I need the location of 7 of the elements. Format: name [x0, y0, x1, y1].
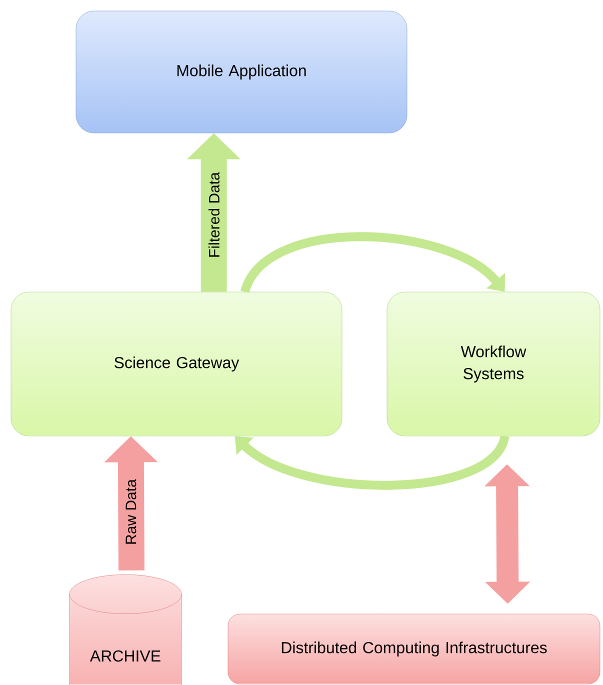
rounded-box: Mobile Application — [76, 10, 408, 134]
edge-label: Filtered Data — [208, 172, 220, 257]
edge-label: Raw Data — [126, 479, 136, 544]
cylinder: ARCHIVE — [69, 574, 182, 685]
rounded-box: Science Gateway — [10, 292, 342, 436]
rounded-box: Workflow Systems — [386, 292, 600, 436]
rounded-box: Distributed Computing Infrastructures — [228, 614, 600, 684]
